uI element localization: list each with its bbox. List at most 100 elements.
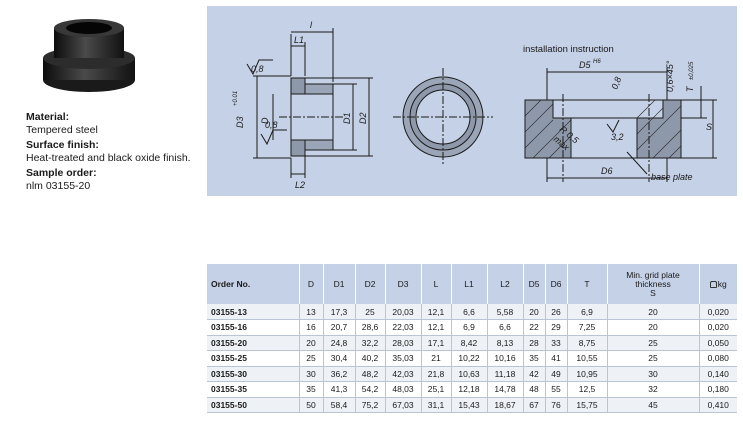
table-header-row: Order No. D D1 D2 D3 L L1 L2 D5 D6 T Min… (207, 264, 737, 304)
table-cell: 17,1 (421, 335, 452, 351)
table-cell: 8,75 (567, 335, 608, 351)
table-cell: 20 (523, 304, 546, 320)
dim-d3: D3 (235, 116, 245, 128)
col-l2: L2 (487, 264, 524, 304)
table-cell: 13 (299, 304, 324, 320)
col-l: L (421, 264, 452, 304)
col-d2: D2 (355, 264, 386, 304)
table-cell: 12,18 (451, 381, 488, 398)
sample-order-value: nlm 03155-20 (26, 179, 91, 192)
order-number-cell: 03155-35 (207, 381, 300, 398)
table-cell: 36,2 (323, 366, 356, 382)
table-cell: 10,16 (487, 350, 524, 367)
order-number-cell: 03155-30 (207, 366, 300, 382)
col-grid-plate: Min. grid plate thickness S (607, 264, 700, 304)
order-number-cell: 03155-16 (207, 319, 300, 336)
table-cell: 67,03 (385, 397, 422, 413)
table-cell: 14,78 (487, 381, 524, 398)
col-order-no: Order No. (207, 264, 300, 304)
table-cell: 58,4 (323, 397, 356, 413)
table-cell: 10,22 (451, 350, 488, 367)
base-plate-label: base plate (651, 172, 693, 182)
table-cell: 75,2 (355, 397, 386, 413)
order-number-cell: 03155-25 (207, 350, 300, 367)
col-d5: D5 (523, 264, 546, 304)
dim-d6: D6 (601, 166, 613, 176)
table-cell: 12,1 (421, 304, 452, 320)
table-cell: 25 (355, 304, 386, 320)
table-cell: 25 (607, 335, 700, 351)
table-cell: 6,9 (567, 304, 608, 320)
dim-l1: L1 (294, 35, 304, 45)
table-cell: 21 (421, 350, 452, 367)
table-cell: 6,9 (451, 319, 488, 336)
table-cell: 28,03 (385, 335, 422, 351)
installation-title: installation instruction (523, 44, 614, 55)
table-cell: 45 (607, 397, 700, 413)
table-cell: 22,03 (385, 319, 422, 336)
table-cell: 5,58 (487, 304, 524, 320)
dimension-table: Order No. D D1 D2 D3 L L1 L2 D5 D6 T Min… (207, 264, 737, 413)
roughness-a: 0,8 (251, 64, 264, 74)
table-cell: 15,43 (451, 397, 488, 413)
table-cell: 55 (545, 381, 568, 398)
table-cell: 24,8 (323, 335, 356, 351)
order-number-cell: 03155-20 (207, 335, 300, 351)
material-label: Material: (26, 111, 70, 123)
col-kg: kg (699, 264, 737, 304)
table-cell: 48,2 (355, 366, 386, 382)
table-cell: 28 (523, 335, 546, 351)
table-cell: 0,020 (699, 304, 737, 320)
col-d3: D3 (385, 264, 422, 304)
surface-finish-value: Heat-treated and black oxide finish. (26, 151, 191, 164)
dim-t-tol: ±0,025 (689, 61, 695, 80)
table-cell: 8,42 (451, 335, 488, 351)
table-cell: 6,6 (451, 304, 488, 320)
table-cell: 48,03 (385, 381, 422, 398)
table-cell: 49 (545, 366, 568, 382)
dim-l: l (310, 20, 313, 30)
roughness-c: 0,8 (609, 76, 623, 91)
table-cell: 42 (523, 366, 546, 382)
dim-d5: D5 (579, 60, 591, 70)
table-cell: 0,140 (699, 366, 737, 382)
table-cell: 54,2 (355, 381, 386, 398)
table-cell: 20 (607, 319, 700, 336)
col-d6: D6 (545, 264, 568, 304)
technical-drawing: l L1 L2 0,8 0,8 D3 +0.01 D D1 D2 install… (207, 6, 737, 196)
table-cell: 67 (523, 397, 546, 413)
table-cell: 35 (299, 381, 324, 398)
dim-d5-tol: H6 (593, 59, 601, 65)
table-cell: 20 (607, 304, 700, 320)
table-cell: 21,8 (421, 366, 452, 382)
table-cell: 28,6 (355, 319, 386, 336)
table-cell: 20 (299, 335, 324, 351)
table-cell: 11,18 (487, 366, 524, 382)
table-cell: 25 (607, 350, 700, 367)
table-cell: 30 (299, 366, 324, 382)
table-cell: 42,03 (385, 366, 422, 382)
table-cell: 48 (523, 381, 546, 398)
dim-d3-tol: +0.01 (233, 91, 239, 106)
dim-s: S (706, 122, 712, 132)
table-cell: 32 (607, 381, 700, 398)
table-cell: 26 (545, 304, 568, 320)
weight-icon (709, 280, 717, 288)
table-cell: 8,13 (487, 335, 524, 351)
table-cell: 40,2 (355, 350, 386, 367)
order-number-cell: 03155-50 (207, 397, 300, 413)
table-cell: 33 (545, 335, 568, 351)
product-photo (43, 19, 135, 92)
dim-chamfer: 0,6×45° (665, 60, 675, 92)
sample-order-label: Sample order: (26, 167, 97, 179)
table-cell: 12,5 (567, 381, 608, 398)
table-cell: 10,95 (567, 366, 608, 382)
roughness-d: 3,2 (611, 132, 624, 142)
table-cell: 0,080 (699, 350, 737, 367)
drawing-svg: l L1 L2 0,8 0,8 D3 +0.01 D D1 D2 install… (233, 20, 717, 190)
